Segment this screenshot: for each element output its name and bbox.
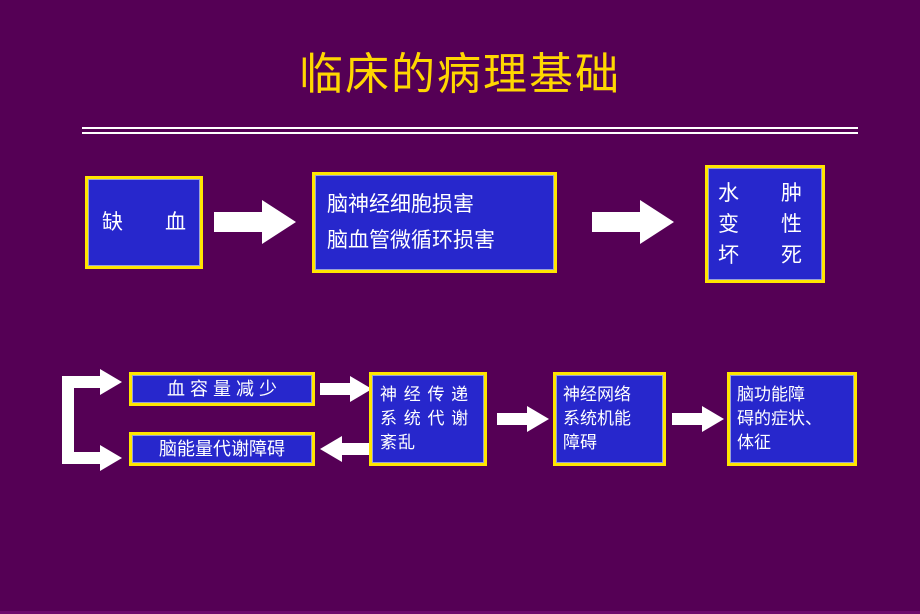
- arrow-head: [640, 200, 674, 244]
- node-symptoms-line-3: 体征: [737, 433, 771, 452]
- arrow-head-lower: [100, 445, 122, 471]
- node-network-line-2: 系统机能: [563, 409, 631, 428]
- arrow-shaft: [214, 212, 264, 232]
- node-transmitter-line-1: 神 经 传 递: [380, 385, 470, 404]
- arrow-shaft: [497, 413, 529, 425]
- node-transmitter-line-2: 系 统 代 谢: [380, 409, 470, 428]
- fork-vertical-bar: [62, 376, 74, 464]
- arrow-shaft: [592, 212, 642, 232]
- node-symptoms-line-1: 脑功能障: [737, 385, 805, 404]
- node-network-line-3: 障碍: [563, 433, 597, 452]
- arrow-head: [320, 436, 342, 462]
- arrow-head-upper: [100, 369, 122, 395]
- arrow-shaft: [672, 413, 704, 425]
- node-brain-dysfunction-symptoms-signs[interactable]: 脑功能障 碍的症状、 体征: [727, 372, 857, 466]
- fork-connector: [62, 369, 132, 471]
- node-neural-cell-damage-line-2: 脑血管微循环损害: [327, 228, 495, 252]
- divider-rule-bottom: [82, 132, 858, 134]
- page-title: 临床的病理基础: [299, 50, 621, 99]
- title-divider: [82, 127, 858, 134]
- fork-branch-upper: [62, 376, 102, 388]
- node-neurotransmission-metabolic-disorder[interactable]: 神 经 传 递 系 统 代 谢 紊乱: [369, 372, 487, 466]
- node-edema-line-2: 变 性: [718, 212, 802, 236]
- node-ischemia[interactable]: 缺 血: [85, 176, 203, 269]
- arrow-right-icon-transmitter-to-network: [497, 406, 549, 432]
- arrow-right-icon-neural-damage-to-edema: [592, 200, 674, 244]
- node-blood-volume-decrease[interactable]: 血 容 量 减 少: [129, 372, 315, 406]
- node-transmitter-line-3: 紊乱: [380, 433, 416, 452]
- node-symptoms-line-2: 碍的症状、: [737, 409, 822, 428]
- arrow-head: [702, 406, 724, 432]
- node-edema-degeneration-necrosis[interactable]: 水 肿 变 性 坏 死: [705, 165, 825, 283]
- node-edema-line-3: 坏 死: [718, 243, 802, 267]
- node-blood-volume-line-1: 血 容 量 减 少: [166, 379, 277, 399]
- node-energy-metab-line-1: 脑能量代谢障碍: [159, 439, 285, 459]
- arrow-head: [527, 406, 549, 432]
- node-neural-cell-damage[interactable]: 脑神经细胞损害 脑血管微循环损害: [312, 172, 557, 273]
- slide-bottom-edge: [0, 611, 920, 614]
- arrow-left-icon-transmitter-to-energy-metab: [320, 436, 372, 462]
- node-neural-cell-damage-line-1: 脑神经细胞损害: [327, 192, 474, 216]
- node-neural-network-dysfunction[interactable]: 神经网络 系统机能 障碍: [553, 372, 666, 466]
- arrow-head: [262, 200, 296, 244]
- arrow-right-icon-ischemia-to-neural-damage: [214, 200, 296, 244]
- divider-rule-top: [82, 127, 858, 129]
- arrow-right-icon-network-to-symptoms: [672, 406, 724, 432]
- node-edema-line-1: 水 肿: [718, 181, 802, 205]
- arrow-shaft: [320, 383, 352, 395]
- node-network-line-1: 神经网络: [563, 385, 631, 404]
- arrow-right-icon-blood-volume-to-transmitter: [320, 376, 372, 402]
- fork-branch-lower: [62, 452, 102, 464]
- node-brain-energy-metabolism-disorder[interactable]: 脑能量代谢障碍: [129, 432, 315, 466]
- node-ischemia-line-1: 缺 血: [102, 210, 186, 234]
- arrow-shaft: [340, 443, 372, 455]
- arrow-head: [350, 376, 372, 402]
